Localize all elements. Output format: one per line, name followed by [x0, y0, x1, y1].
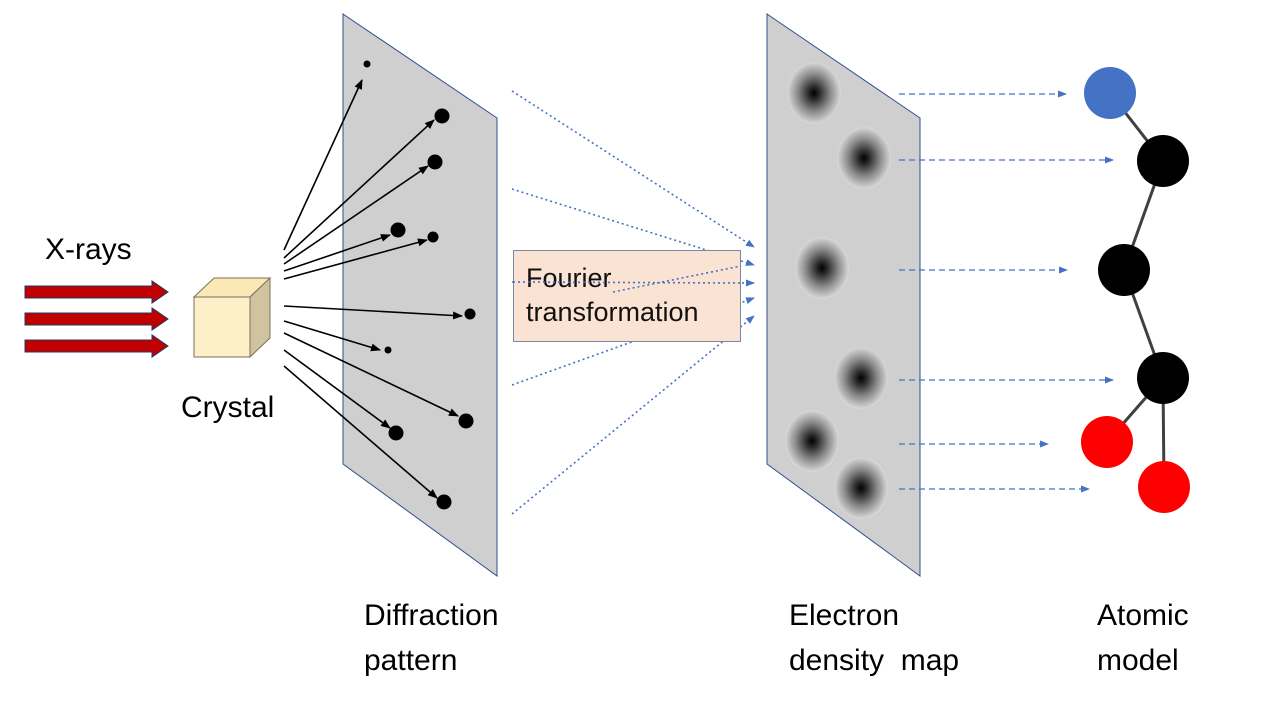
atom-black: [1137, 135, 1189, 187]
diffraction-label-line1: Diffraction: [364, 599, 499, 632]
diffraction-spot: [427, 154, 443, 170]
fourier-line: [511, 315, 755, 515]
diffraction-spot: [384, 346, 392, 354]
ray: [283, 305, 463, 320]
density-label-line2: density map: [789, 644, 960, 677]
density-blob: [785, 410, 839, 472]
diffraction-spot: [464, 308, 476, 320]
density-blob: [837, 127, 891, 189]
ray: [283, 365, 438, 499]
xray-arrow-1: [24, 280, 169, 304]
atomic-model: [1081, 67, 1190, 513]
xray-arrow-3: [24, 334, 169, 358]
density-label-line1: Electron: [789, 599, 900, 632]
ray: [283, 332, 459, 417]
fourier-line: [511, 90, 755, 248]
diffraction-spot: [458, 413, 474, 429]
atom-black: [1098, 244, 1150, 296]
fourier-label-line2: transformation: [526, 297, 699, 327]
diffraction-screen: [342, 13, 498, 577]
fourier-label: Fourier transformation: [526, 261, 699, 329]
density-blob: [834, 457, 888, 519]
ray: [283, 165, 429, 265]
xray-arrow-2: [24, 307, 169, 331]
ray: [283, 234, 391, 272]
density-blob: [787, 62, 841, 124]
atomic-label-line2: model: [1097, 644, 1179, 677]
ray: [283, 320, 381, 352]
atom-black: [1137, 352, 1189, 404]
density-blob: [834, 347, 888, 409]
crystal-label: Crystal: [181, 391, 275, 424]
diffraction-spot: [436, 494, 452, 510]
density-blobs: [785, 62, 891, 519]
diffraction-spot: [427, 231, 439, 243]
ray: [283, 349, 391, 429]
crystal-front-face: [193, 296, 251, 358]
xray-arrows: [24, 280, 169, 358]
fourier-transformation-box: Fourier transformation: [513, 250, 741, 342]
atom-red: [1081, 416, 1133, 468]
ray: [283, 238, 428, 280]
atom-blue: [1084, 67, 1136, 119]
model-mapping-arrows: [899, 90, 1114, 493]
diffraction-spot: [388, 425, 404, 441]
atomic-label-line1: Atomic: [1097, 599, 1189, 632]
diffraction-spot: [434, 108, 450, 124]
crystal-cube-icon: [192, 276, 272, 359]
ray: [283, 79, 363, 251]
density-blob: [795, 237, 849, 299]
xrays-label: X-rays: [45, 233, 132, 266]
diffraction-label-line2: pattern: [364, 644, 458, 677]
diffraction-spots: [363, 60, 476, 510]
diffracted-rays: [283, 79, 463, 499]
ray: [283, 119, 435, 259]
diffraction-spot: [390, 222, 406, 238]
atom-red: [1138, 461, 1190, 513]
fourier-label-line1: Fourier: [526, 263, 612, 293]
diffraction-spot: [363, 60, 371, 68]
